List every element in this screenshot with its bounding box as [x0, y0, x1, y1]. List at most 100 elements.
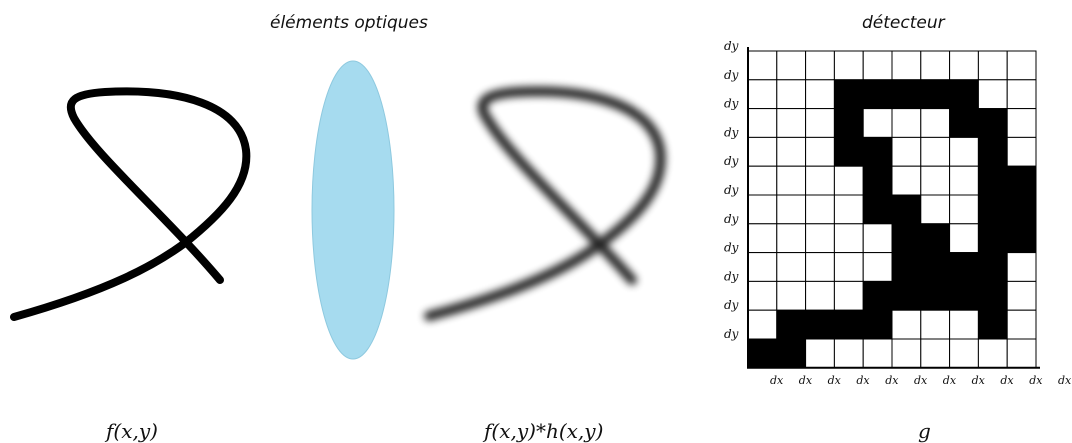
col-label: dx: [943, 374, 957, 387]
input-caption: f(x,y): [106, 419, 158, 443]
pixel-filled: [977, 194, 1008, 225]
pixel-empty: [805, 223, 835, 254]
pixel-empty: [862, 252, 893, 282]
pixel-filled: [891, 194, 922, 225]
pixel-filled: [977, 280, 1008, 311]
pixel-empty: [920, 165, 951, 196]
col-label: dx: [885, 374, 899, 387]
col-label: dx: [828, 374, 842, 387]
output-caption: g: [918, 419, 931, 443]
optics-header: éléments optiques: [270, 13, 428, 33]
detector-axes: [747, 47, 1040, 369]
pixel-empty: [833, 280, 864, 311]
pixel-filled: [977, 309, 1008, 340]
input-curve: [10, 87, 251, 321]
pixel-empty: [805, 136, 835, 167]
pixel-filled: [862, 79, 893, 110]
pixel-empty: [747, 50, 778, 81]
pixel-filled: [920, 280, 951, 311]
pixel-empty: [747, 194, 778, 225]
pixel-empty: [1006, 252, 1037, 282]
pixel-filled: [1006, 194, 1037, 225]
col-label: dx: [1029, 374, 1043, 387]
pixel-empty: [833, 252, 864, 282]
pixel-empty: [1006, 79, 1037, 110]
pixel-empty: [747, 108, 778, 138]
pixel-filled: [977, 108, 1008, 138]
pixel-empty: [977, 79, 1008, 110]
pixel-empty: [1006, 50, 1037, 81]
pixel-empty: [833, 194, 864, 225]
pixel-empty: [920, 194, 951, 225]
col-label: dx: [1058, 374, 1072, 387]
pixel-filled: [1006, 223, 1037, 254]
pixel-filled: [949, 79, 979, 110]
pixel-empty: [1006, 136, 1037, 167]
pixel-empty: [920, 309, 951, 340]
pixel-empty: [862, 50, 893, 81]
pixel-filled: [949, 252, 979, 282]
row-label: dy: [724, 97, 739, 111]
pixel-empty: [1006, 309, 1037, 340]
pixel-empty: [833, 165, 864, 196]
pixel-empty: [862, 223, 893, 254]
pixel-filled: [747, 338, 778, 369]
pixel-filled: [862, 280, 893, 311]
col-label: dx: [770, 374, 784, 387]
pixel-filled: [920, 252, 951, 282]
pixel-empty: [891, 165, 922, 196]
row-label: dy: [724, 298, 739, 312]
pixel-empty: [747, 136, 778, 167]
pixel-empty: [920, 50, 951, 81]
detector-header: détecteur: [862, 13, 945, 33]
pixel-empty: [805, 252, 835, 282]
pixel-filled: [862, 165, 893, 196]
pixel-filled: [833, 136, 864, 167]
pixel-empty: [949, 136, 979, 167]
row-label: dy: [724, 154, 739, 168]
pixel-empty: [776, 252, 807, 282]
pixel-empty: [747, 280, 778, 311]
pixel-empty: [805, 165, 835, 196]
pixel-empty: [776, 194, 807, 225]
pixel-filled: [949, 280, 979, 311]
pixel-filled: [833, 79, 864, 110]
row-label: dy: [724, 212, 739, 226]
pixel-filled: [949, 108, 979, 138]
pixel-empty: [747, 309, 778, 340]
pixel-empty: [805, 338, 835, 369]
row-label: dy: [724, 39, 739, 53]
pixel-empty: [862, 338, 893, 369]
pixel-filled: [920, 223, 951, 254]
pixel-empty: [949, 194, 979, 225]
pixel-empty: [862, 108, 893, 138]
pixel-empty: [949, 223, 979, 254]
pixel-filled: [891, 79, 922, 110]
pixel-empty: [805, 50, 835, 81]
col-label: dx: [972, 374, 986, 387]
pixel-empty: [833, 50, 864, 81]
pixel-filled: [977, 165, 1008, 196]
row-label: dy: [724, 68, 739, 82]
pixel-empty: [949, 50, 979, 81]
pixel-empty: [776, 136, 807, 167]
pixel-filled: [891, 223, 922, 254]
pixel-empty: [776, 165, 807, 196]
pixel-filled: [862, 194, 893, 225]
pixel-empty: [805, 194, 835, 225]
pixel-empty: [833, 338, 864, 369]
pixel-filled: [833, 309, 864, 340]
row-label: dy: [724, 241, 739, 255]
pixel-filled: [862, 136, 893, 167]
pixel-empty: [776, 79, 807, 110]
pixel-filled: [805, 309, 835, 340]
pixel-empty: [949, 165, 979, 196]
col-label: dx: [799, 374, 813, 387]
pixel-filled: [1006, 165, 1037, 196]
pixel-filled: [862, 309, 893, 340]
pixel-empty: [776, 280, 807, 311]
pixel-empty: [776, 50, 807, 81]
pixel-empty: [920, 136, 951, 167]
col-label: dx: [1000, 374, 1014, 387]
convolved-caption: f(x,y)*h(x,y): [484, 419, 604, 443]
